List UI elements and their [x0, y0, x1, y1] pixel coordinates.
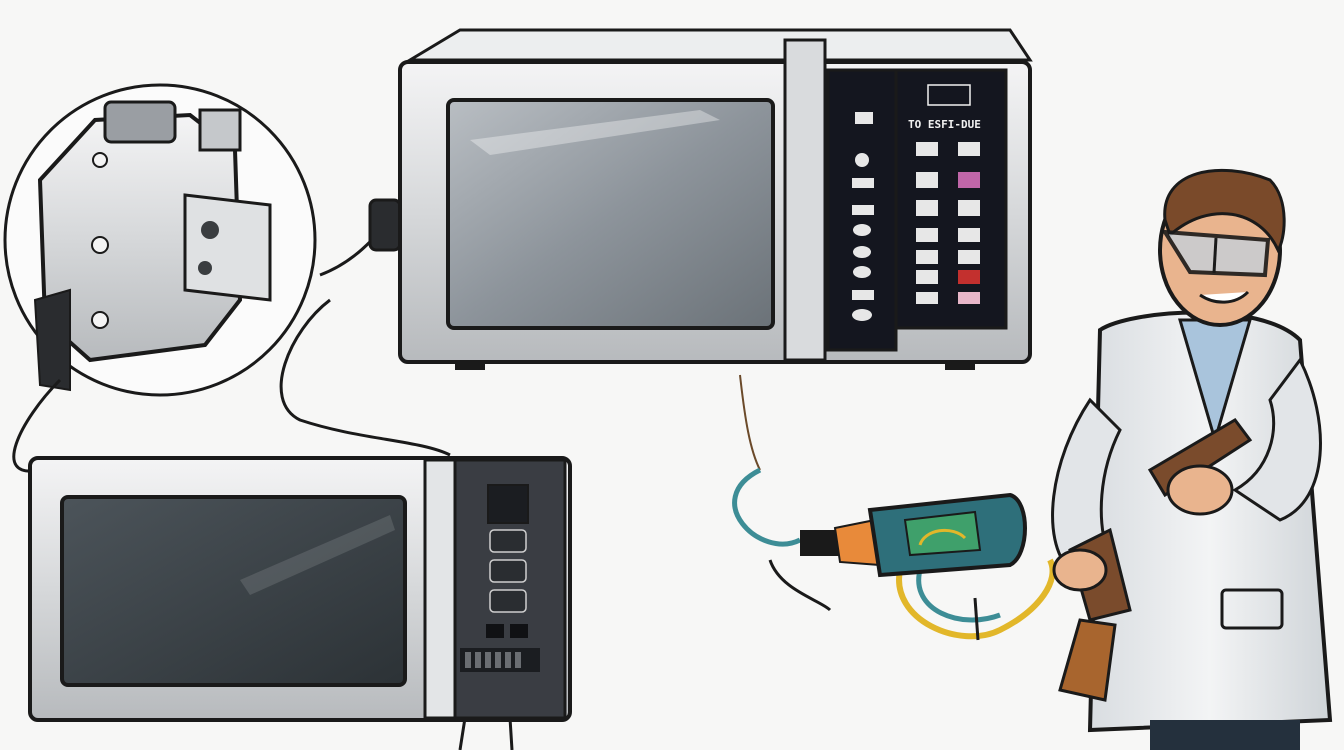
magnified-part-circle — [3, 83, 317, 397]
multimeter-icon — [732, 467, 1056, 641]
door-latch-switch — [33, 100, 272, 392]
control-panel-label: TO ESFI-DUE — [908, 118, 981, 131]
microwave-small — [28, 456, 572, 750]
technician — [1051, 168, 1333, 750]
panel-buttons — [852, 112, 980, 321]
safety-goggles-icon — [1161, 229, 1271, 278]
connecting-wires — [12, 198, 761, 473]
microwave-large: TO ESFI-DUE — [398, 28, 1033, 370]
